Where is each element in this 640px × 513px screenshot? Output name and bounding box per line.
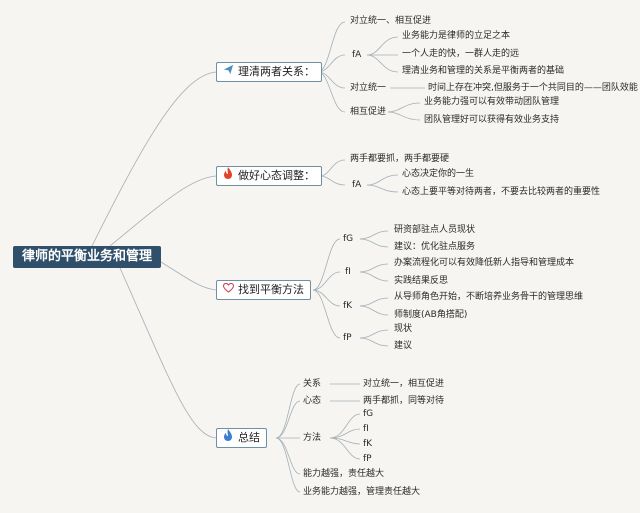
topic-text[interactable]: 业务能力强可以有效带动团队管理 — [424, 97, 560, 107]
root-topic[interactable]: 律师的平衡业务和管理 — [13, 246, 161, 268]
topic-text[interactable]: 相互促进 — [350, 107, 387, 117]
branch-label: 理清两者关系： — [238, 65, 315, 78]
topic-text[interactable]: 理清业务和管理的关系是平衡两者的基础 — [402, 66, 565, 76]
flame-icon — [221, 167, 235, 186]
paper-plane-icon — [221, 64, 235, 82]
branch-label: 总结 — [238, 431, 260, 444]
topic-text[interactable]: 建议：优化驻点服务 — [394, 242, 476, 252]
topic-text[interactable]: 心态 — [303, 396, 322, 406]
topic-text[interactable]: fG — [343, 234, 354, 244]
topic-text[interactable]: 对立统一、相互促进 — [350, 16, 432, 26]
topic-text[interactable]: 能力越强，责任越大 — [303, 469, 385, 479]
topic-text[interactable]: 心态决定你的一生 — [402, 169, 475, 179]
topic-text[interactable]: 现状 — [394, 324, 413, 334]
topic-text[interactable]: fI — [345, 267, 351, 277]
topic-text[interactable]: 业务能力是律师的立足之本 — [402, 31, 511, 41]
topic-text[interactable]: fA — [352, 180, 362, 190]
branch-summary[interactable]: 总结 — [216, 428, 267, 448]
topic-text[interactable]: 团队管理好可以获得有效业务支持 — [424, 115, 560, 125]
topic-text[interactable]: fG — [363, 409, 374, 419]
topic-text[interactable]: 心态上要平等对待两者，不要去比较两者的重要性 — [402, 187, 601, 197]
topic-text[interactable]: fP — [343, 333, 352, 343]
heart-icon — [221, 282, 235, 300]
topic-text[interactable]: 对立统一，相互促进 — [363, 379, 445, 389]
topic-text[interactable]: 办案流程化可以有效降低新人指导和管理成本 — [394, 258, 575, 268]
topic-text[interactable]: fI — [363, 424, 369, 434]
topic-text[interactable]: 从导师角色开始，不断培养业务骨干的管理思维 — [394, 292, 584, 302]
topic-text[interactable]: fP — [363, 454, 372, 464]
topic-text[interactable]: 研资部驻点人员现状 — [394, 225, 476, 235]
flame-icon — [221, 429, 235, 448]
topic-text[interactable]: 方法 — [303, 433, 322, 443]
topic-text[interactable]: fK — [343, 301, 353, 311]
topic-text[interactable]: 业务能力越强，管理责任越大 — [303, 487, 421, 497]
branch-label: 做好心态调整： — [238, 169, 315, 182]
topic-text[interactable]: 一个人走的快，一群人走的远 — [402, 49, 520, 59]
topic-text[interactable]: 关系 — [303, 379, 322, 389]
topic-text[interactable]: 师制度(AB角搭配) — [394, 310, 468, 320]
topic-text[interactable]: 两手都要抓，两手都要硬 — [350, 154, 450, 164]
branch-label: 找到平衡方法 — [238, 283, 304, 296]
topic-text[interactable]: 建议 — [394, 341, 413, 351]
topic-text[interactable]: 两手都抓，同等对待 — [363, 396, 445, 406]
topic-text[interactable]: fK — [363, 439, 373, 449]
branch-mindset[interactable]: 做好心态调整： — [216, 166, 322, 186]
branch-relationship[interactable]: 理清两者关系： — [216, 62, 322, 82]
topic-text[interactable]: fA — [352, 50, 362, 60]
branch-method[interactable]: 找到平衡方法 — [216, 280, 311, 300]
topic-text[interactable]: 对立统一 — [350, 83, 387, 93]
topic-text[interactable]: 时间上存在冲突,但服务于一个共同目的——团队效能 — [428, 83, 638, 93]
topic-text[interactable]: 实践结果反思 — [394, 276, 449, 286]
